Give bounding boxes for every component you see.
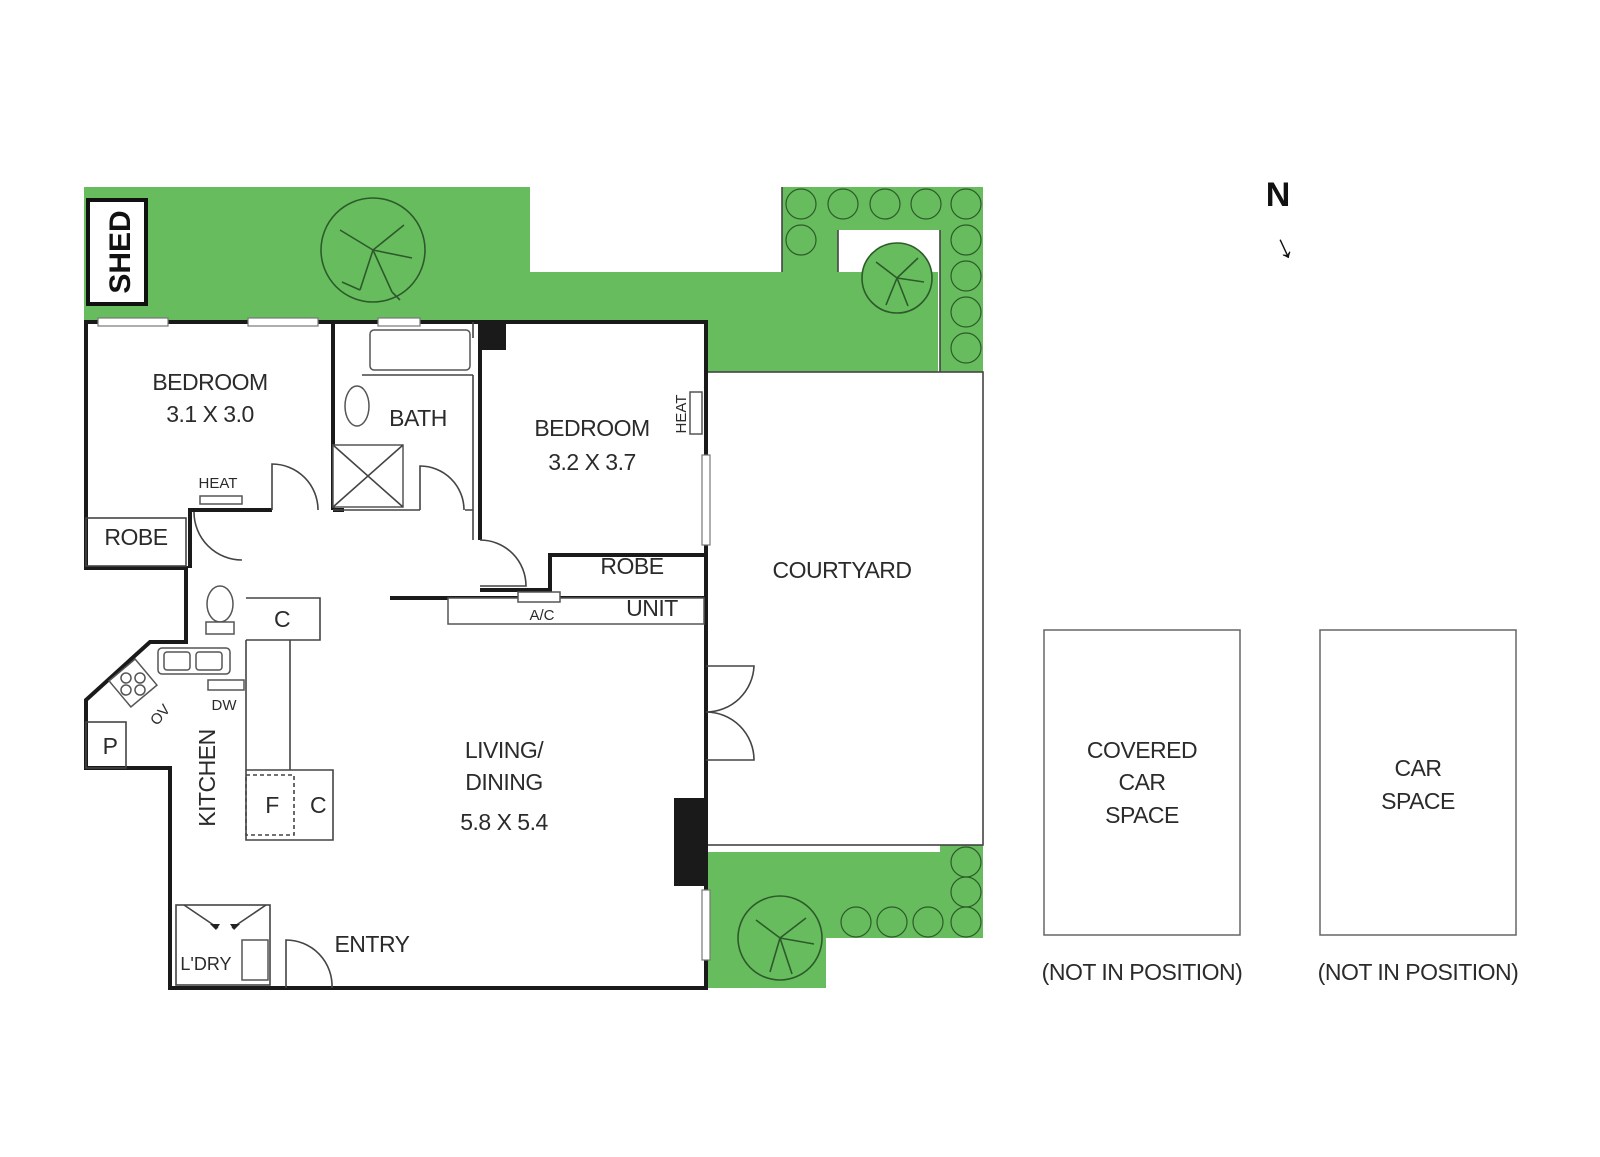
bath-fixtures bbox=[332, 329, 471, 508]
heat-label-bed1: HEAT bbox=[199, 475, 238, 492]
toilet bbox=[206, 585, 234, 623]
robe1-label: ROBE bbox=[104, 524, 167, 550]
laundry-tub bbox=[241, 939, 269, 981]
dishwasher bbox=[207, 679, 245, 691]
fireplace bbox=[674, 798, 706, 886]
ac-unit bbox=[517, 591, 561, 603]
north-arrow-icon: ↓ bbox=[1268, 226, 1299, 268]
tree-north bbox=[320, 197, 426, 303]
car2-line1: CAR bbox=[1394, 755, 1441, 781]
bath-label: BATH bbox=[389, 405, 447, 431]
entry-label: ENTRY bbox=[334, 931, 409, 957]
car1-line1: COVERED bbox=[1087, 737, 1197, 763]
bedroom1-label: BEDROOM bbox=[152, 369, 267, 395]
living-label-2: DINING bbox=[465, 769, 543, 795]
car2-note: (NOT IN POSITION) bbox=[1318, 959, 1519, 985]
heater-bed1 bbox=[199, 495, 243, 505]
doors bbox=[193, 463, 755, 989]
laundry bbox=[175, 904, 271, 986]
ac-label: A/C bbox=[529, 607, 554, 624]
bathtub bbox=[369, 329, 471, 371]
courtyard-area bbox=[705, 371, 984, 846]
cupboard1-label: C bbox=[274, 606, 290, 632]
kitchen-counter bbox=[245, 597, 334, 841]
robe1-box bbox=[85, 517, 187, 567]
column-top bbox=[480, 322, 506, 350]
bedroom1-size: 3.1 X 3.0 bbox=[166, 401, 254, 427]
laundry-label: L'DRY bbox=[180, 954, 231, 974]
room-labels: BEDROOM 3.1 X 3.0 BATH BEDROOM 3.2 X 3.7… bbox=[104, 369, 912, 974]
fridge-space bbox=[245, 774, 295, 836]
pantry bbox=[85, 721, 127, 769]
pantry-label: P bbox=[103, 733, 118, 759]
north-compass: N ↓ bbox=[1266, 176, 1300, 268]
interior-wall-bath bbox=[333, 322, 474, 540]
fridge-label: F bbox=[265, 792, 279, 818]
robe2-label: ROBE bbox=[600, 553, 663, 579]
shed bbox=[86, 198, 148, 306]
windows bbox=[97, 317, 711, 961]
shrubs-top bbox=[785, 188, 982, 364]
living-size: 5.8 X 5.4 bbox=[460, 809, 548, 835]
car2-line2: SPACE bbox=[1381, 788, 1455, 814]
unit-counter bbox=[447, 597, 705, 625]
bedroom2-label: BEDROOM bbox=[534, 415, 649, 441]
covered-car-space: COVERED CAR SPACE (NOT IN POSITION) bbox=[1042, 629, 1243, 985]
north-label: N bbox=[1266, 176, 1291, 214]
car1-note: (NOT IN POSITION) bbox=[1042, 959, 1243, 985]
car1-line3: SPACE bbox=[1105, 802, 1179, 828]
shrubs-bottom bbox=[840, 846, 982, 938]
heater-bed2 bbox=[689, 391, 703, 435]
north-garden bbox=[84, 187, 983, 372]
living-label-1: LIVING/ bbox=[465, 737, 544, 763]
shed-label: SHED bbox=[104, 210, 137, 293]
car-space: CAR SPACE (NOT IN POSITION) bbox=[1318, 629, 1519, 985]
tree-south bbox=[737, 895, 823, 981]
courtyard-label: COURTYARD bbox=[772, 557, 911, 583]
kitchen-label: KITCHEN bbox=[194, 729, 220, 826]
car1-line2: CAR bbox=[1118, 769, 1165, 795]
heat-label-bed2: HEAT bbox=[673, 395, 690, 434]
cooktop bbox=[107, 657, 159, 709]
dw-label: DW bbox=[212, 697, 238, 714]
tree-courtyard bbox=[861, 242, 933, 314]
unit-label: UNIT bbox=[626, 595, 678, 621]
bedroom2-size: 3.2 X 3.7 bbox=[548, 449, 636, 475]
kitchen-fixtures bbox=[85, 391, 703, 986]
bath-basin bbox=[344, 385, 370, 427]
cupboard2-label: C bbox=[310, 792, 326, 818]
interior-wall-bed1 bbox=[188, 322, 344, 568]
ov-label: OV bbox=[147, 701, 174, 729]
